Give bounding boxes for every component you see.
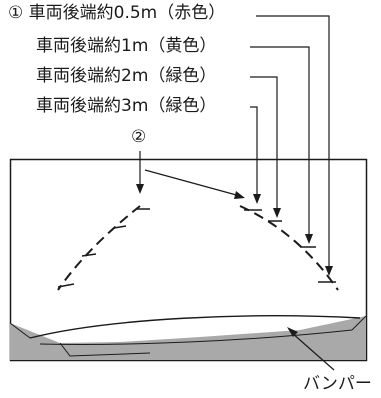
leader-3m bbox=[250, 106, 258, 196]
label-bumper: バンパー bbox=[303, 374, 372, 394]
callout-2-arrow-right bbox=[234, 191, 245, 199]
bumper-arrow bbox=[287, 327, 298, 337]
bumper-inner-line bbox=[59, 342, 151, 357]
bumper-outline bbox=[9, 315, 367, 339]
left-tick-2m bbox=[113, 225, 127, 229]
bumper-top-edge bbox=[29, 315, 361, 339]
label-guide-1m: 車両後端約1m（黄色） bbox=[36, 36, 217, 56]
callout-2-leader-right bbox=[144, 169, 241, 197]
label-guide-0-5m: ① 車両後端約0.5m（赤色） bbox=[8, 3, 226, 23]
camera-view-frame bbox=[9, 158, 368, 362]
bumper-lower-edge bbox=[39, 329, 353, 345]
left-tick-0-5m bbox=[57, 283, 75, 288]
leader-2m bbox=[250, 76, 278, 210]
bumper-shape bbox=[10, 316, 366, 360]
bumper-leader bbox=[291, 332, 335, 371]
left-tick-1m bbox=[81, 253, 97, 257]
label-guide-2m: 車両後端約2m（緑色） bbox=[36, 66, 217, 86]
label-guide-3m: 車両後端約3m（緑色） bbox=[36, 96, 217, 116]
leader-0-5m bbox=[256, 15, 330, 268]
left-guide-line bbox=[57, 205, 141, 291]
right-guide-line bbox=[239, 205, 339, 291]
leader-1m bbox=[250, 46, 310, 236]
arrow-2m bbox=[273, 208, 281, 218]
callout-2-arrow-left bbox=[136, 184, 144, 194]
callout-2-marker: ② bbox=[131, 127, 147, 147]
arrow-0-5m bbox=[325, 266, 333, 276]
arrow-1m bbox=[305, 234, 313, 244]
arrow-3m bbox=[253, 194, 261, 204]
